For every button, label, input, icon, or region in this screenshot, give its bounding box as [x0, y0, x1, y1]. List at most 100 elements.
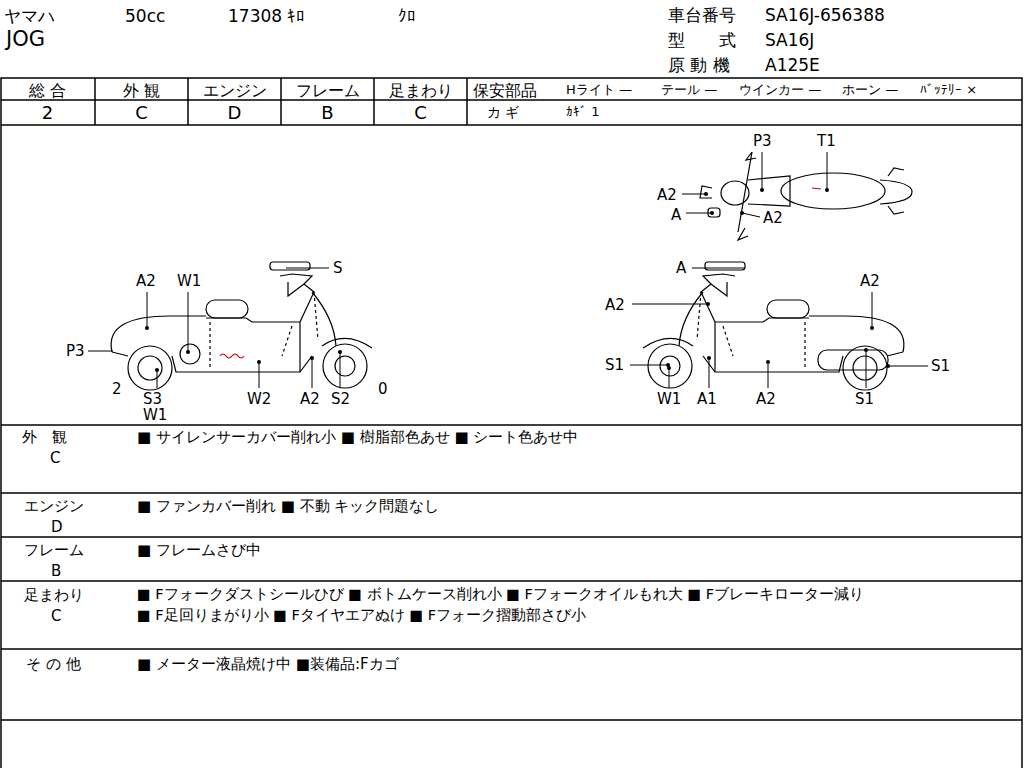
- leader-lines-part: [872, 292, 873, 328]
- side-view-left: [111, 262, 372, 390]
- table-cell: D: [188, 102, 281, 124]
- callout-label: P3: [66, 342, 85, 360]
- top-view-part: [738, 228, 748, 240]
- leader-lines-part: [888, 366, 928, 367]
- callout-label: T1: [817, 132, 836, 150]
- leader-lines-part: [686, 213, 712, 214]
- damage-dots-part: [870, 326, 874, 330]
- leader-lines-part: [692, 268, 745, 269]
- leader-lines-part: [682, 194, 706, 195]
- leader-lines-part: [88, 351, 113, 352]
- header-text: 車台番号: [668, 5, 736, 25]
- side-view-left-part: [111, 262, 372, 390]
- table-lines-part: [1, 536, 1022, 538]
- leader-lines: [88, 152, 928, 388]
- table-cell: ウインカー —: [739, 82, 821, 98]
- top-view: [700, 152, 912, 240]
- callout-label: A2: [605, 296, 625, 314]
- callout-label: W1: [657, 390, 681, 408]
- header-text: SA16J-656388: [765, 5, 885, 25]
- damage-dots-part: [310, 356, 314, 360]
- remark-text: C: [51, 607, 61, 625]
- damage-dots-part: [864, 348, 868, 352]
- table-lines-part: [187, 78, 189, 125]
- table-cell: Hライト —: [566, 82, 632, 98]
- callout-label: A2: [756, 390, 776, 408]
- table-cell: テール —: [661, 82, 717, 98]
- table-lines-part: [1, 424, 1022, 426]
- top-view-part: [888, 168, 904, 176]
- leader-lines-part: [709, 358, 710, 388]
- table-cell: 2: [0, 102, 95, 124]
- header-text: JOG: [6, 27, 45, 52]
- remark-text: エンジン: [24, 497, 84, 515]
- callout-label: S3: [143, 390, 162, 408]
- damage-dots-part: [710, 211, 714, 215]
- callout-label: W1: [143, 406, 167, 424]
- side-view-left-part: [180, 344, 200, 364]
- callout-label: S: [333, 259, 343, 277]
- side-view-right-part: [643, 262, 904, 390]
- header-text: 型 式: [668, 30, 736, 50]
- table-cell: ホーン —: [842, 82, 898, 98]
- leader-lines-part: [669, 368, 670, 388]
- callout-label: W1: [177, 272, 201, 290]
- damage-dots-part: [707, 356, 711, 360]
- remark-text: C: [50, 449, 60, 467]
- top-view-part: [748, 176, 790, 206]
- callout-label: A: [671, 206, 681, 224]
- leader-lines-part: [188, 292, 189, 352]
- damage-dots-part: [825, 188, 829, 192]
- table-lines-part: [1, 78, 1022, 768]
- damage-dots-part: [257, 360, 261, 364]
- header-text: SA16J: [765, 30, 814, 50]
- remark-text: 足まわり: [24, 586, 84, 604]
- table-cell: 足まわり: [374, 81, 467, 100]
- side-view-right: [643, 262, 904, 390]
- table-cell: 総 合: [0, 81, 95, 100]
- top-view-part: [721, 181, 749, 205]
- damage-dots-part: [886, 364, 890, 368]
- table-lines-part: [1, 124, 1022, 126]
- damage-dots-part: [760, 188, 764, 192]
- table-cell: ﾊﾞｯﾃﾘｰ ×: [920, 82, 977, 98]
- damage-dots-part: [145, 326, 149, 330]
- header-text: 原 動 機: [668, 55, 730, 75]
- leader-lines-part: [768, 362, 769, 388]
- callout-label: P3: [753, 132, 772, 150]
- damage-dots-part: [667, 366, 671, 370]
- table-lines-part: [94, 78, 96, 125]
- remark-text: フレーム: [24, 541, 84, 559]
- callout-label: W2: [247, 390, 271, 408]
- callout-label: A1: [697, 390, 717, 408]
- callout-label: 2: [112, 380, 122, 398]
- leader-lines-part: [286, 268, 329, 269]
- remark-text: D: [51, 518, 63, 536]
- leader-lines-part: [259, 362, 260, 388]
- leader-lines-part: [157, 370, 158, 388]
- remark-text: ■ サイレンサーカバー削れ小 ■ 樹脂部色あせ ■ シート色あせ中: [137, 428, 578, 446]
- callout-label: S1: [605, 356, 624, 374]
- damage-dots: [145, 188, 890, 372]
- callout-label: S1: [931, 357, 950, 375]
- leader-lines-part: [340, 352, 341, 388]
- header-text: ヤマハ: [4, 6, 55, 26]
- table-lines-part: [373, 78, 375, 125]
- leader-lines-part: [742, 213, 760, 217]
- leader-lines-part: [632, 304, 708, 305]
- damage-dots-part: [740, 211, 744, 215]
- table-cell: 保安部品: [473, 81, 537, 100]
- callout-label: A2: [300, 390, 320, 408]
- callout-label: S2: [331, 390, 350, 408]
- side-view-right-part: [818, 350, 888, 370]
- table-lines-part: [1, 648, 1022, 650]
- leader-lines-part: [630, 365, 668, 366]
- damage-dots-part: [704, 192, 708, 196]
- table-cell: B: [281, 102, 374, 124]
- remark-text: B: [51, 562, 61, 580]
- table-cell: C: [374, 102, 467, 124]
- damage-dots-part: [706, 302, 710, 306]
- remark-text: そ の 他: [26, 655, 81, 673]
- top-view-part: [738, 152, 752, 232]
- table-lines-part: [280, 78, 282, 125]
